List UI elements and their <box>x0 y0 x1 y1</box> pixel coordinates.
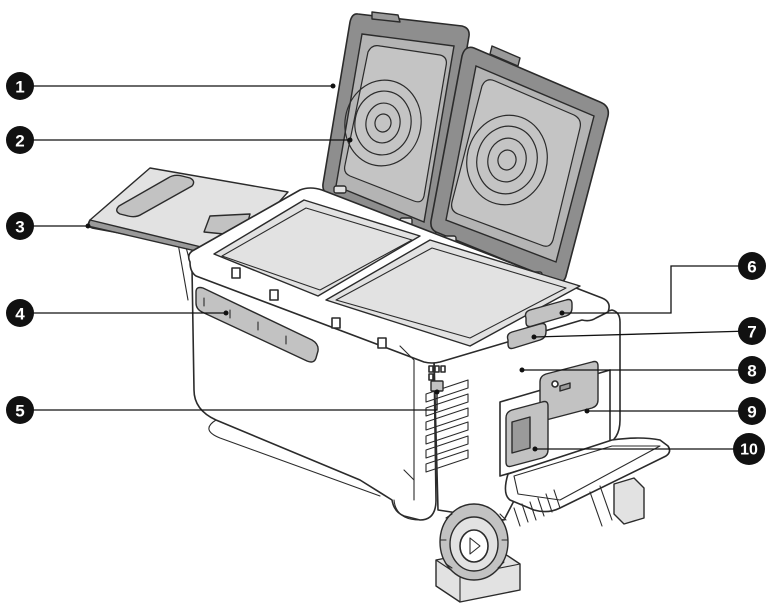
fridge-body <box>187 187 671 527</box>
callout-8: 8 <box>519 356 766 384</box>
side-table-handle <box>116 174 195 218</box>
front-panel-corner <box>403 469 415 481</box>
control-panel <box>506 322 547 350</box>
callout-5: 5 <box>6 389 440 424</box>
left-compartment-inner <box>221 207 413 291</box>
wheel-treads <box>439 513 509 569</box>
rim-latch <box>377 337 387 349</box>
callout-9: 9 <box>584 397 766 425</box>
rim-latch <box>231 267 241 279</box>
callout-8-label: 8 <box>747 362 756 381</box>
left-lid-pad <box>343 45 447 203</box>
spring-coils <box>513 489 561 527</box>
rim-latch <box>331 317 341 329</box>
left-lid-latch-top <box>371 11 401 23</box>
callout-6-label: 6 <box>747 258 756 277</box>
wheel-cap <box>459 529 489 563</box>
right-compartment-inner <box>335 247 567 339</box>
open-lids <box>322 11 610 283</box>
ac-socket-face <box>511 416 531 454</box>
left-lid-rings <box>344 79 422 167</box>
battery-flap-inner <box>513 445 661 501</box>
front-handle-grips <box>203 297 287 345</box>
dc-socket-port <box>559 382 571 392</box>
front-handle <box>195 286 319 363</box>
display-panel <box>524 298 573 328</box>
callout-1-label: 1 <box>15 78 24 97</box>
rim-latch <box>269 289 279 301</box>
right-lid-rings <box>466 114 548 206</box>
callout-6: 6 <box>559 252 766 316</box>
top-opening-left <box>213 199 421 297</box>
battery-flap <box>504 437 671 513</box>
callout-3-label: 3 <box>15 218 24 237</box>
callout-10: 10 <box>532 433 765 465</box>
callouts: 1 2 3 4 5 <box>6 72 766 465</box>
flap-struts <box>589 485 613 527</box>
callout-4: 4 <box>6 299 229 327</box>
callout-2-label: 2 <box>15 132 24 151</box>
hinge <box>333 185 347 194</box>
wheel-assembly <box>435 503 521 603</box>
body-bottom-edge <box>208 419 381 497</box>
dc-socket-icon <box>551 380 559 388</box>
top-opening-right <box>325 239 581 347</box>
wheel-arrow-icon <box>469 537 481 555</box>
right-lid-latch-top <box>489 45 521 67</box>
callout-1: 1 <box>6 72 336 100</box>
callout-4-label: 4 <box>15 305 25 324</box>
usb-ports <box>428 365 446 392</box>
vent-grille <box>425 379 469 473</box>
callout-2: 2 <box>6 126 353 154</box>
flap-stand <box>613 477 645 525</box>
callout-7-label: 7 <box>747 323 756 342</box>
callout-9-label: 9 <box>747 403 756 422</box>
front-panel-edge <box>399 345 415 501</box>
callout-3: 3 <box>6 212 91 240</box>
callout-7: 7 <box>531 317 766 345</box>
callout-10-label: 10 <box>740 442 758 459</box>
callout-5-label: 5 <box>15 402 24 421</box>
body-base <box>393 499 421 521</box>
